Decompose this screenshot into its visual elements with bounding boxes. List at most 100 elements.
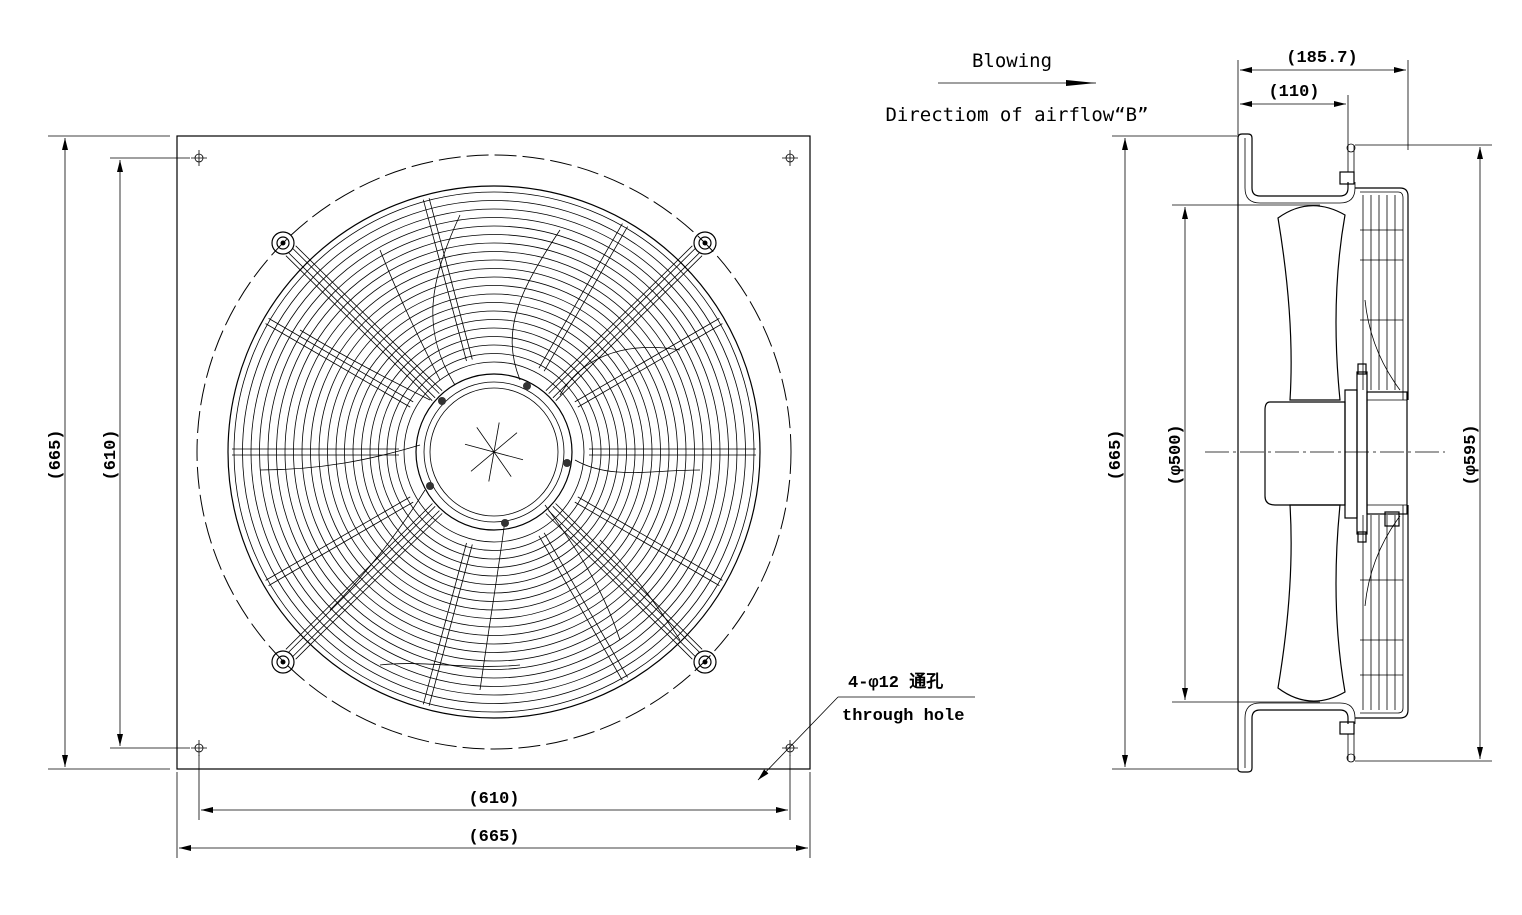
strut-bar xyxy=(285,503,433,650)
strut-bar xyxy=(548,248,696,394)
side-bolts xyxy=(1339,143,1356,763)
dim-blade-diameter-label: (φ500) xyxy=(1167,424,1186,485)
dim-guard-diameter-label: (φ595) xyxy=(1462,424,1481,485)
mounting-plate xyxy=(176,135,811,770)
strut-bar xyxy=(295,245,443,391)
dim-width-holes-label: (610) xyxy=(468,790,519,809)
strut-bar xyxy=(285,255,433,401)
blade-curves xyxy=(259,214,701,691)
strut-bar xyxy=(555,503,703,650)
dim-width-outer: (665) xyxy=(176,772,811,858)
mounting-hole xyxy=(191,740,207,756)
guard-spoke xyxy=(265,496,411,581)
hole-callout-label: 4-φ12 通孔 xyxy=(848,672,943,693)
guard-spoke xyxy=(265,323,411,408)
hub-bolt xyxy=(438,397,446,405)
dim-depth-flange-label: (110) xyxy=(1268,83,1319,102)
guard-ring-outer xyxy=(227,185,761,719)
guard-ring xyxy=(327,285,661,619)
guard-spoke xyxy=(268,501,414,586)
dim-depth-total-label: (185.7) xyxy=(1286,49,1357,68)
guard-spoke xyxy=(538,223,623,369)
guard-ring xyxy=(284,242,704,662)
side-blade xyxy=(1277,205,1346,702)
strut-eyelets xyxy=(271,231,717,674)
mounting-hole xyxy=(782,150,798,166)
dim-guard-diameter: (φ595) xyxy=(1355,144,1492,762)
guard-outline-dashed xyxy=(196,154,792,750)
guard-ring xyxy=(344,302,644,602)
guard-ring xyxy=(386,344,602,560)
dim-height-outer: (665) xyxy=(47,135,170,770)
strut-bar xyxy=(548,510,696,657)
hole-callout-en-label: through hole xyxy=(842,707,964,726)
guard-spoke xyxy=(538,535,623,681)
guard-ring xyxy=(369,327,619,577)
dim-height-holes-label: (610) xyxy=(102,429,121,480)
strut-bar xyxy=(552,506,700,653)
front-view: (665) (610) (610) (665) 4-φ12 通孔 xyxy=(47,135,975,858)
guard-spoke xyxy=(574,318,720,403)
dim-side-height-outer-label: (665) xyxy=(1107,429,1126,480)
guard-ring xyxy=(361,319,627,585)
strut-bar xyxy=(555,255,703,401)
guard-spokes xyxy=(232,198,756,706)
dim-side-height-outer: (665) xyxy=(1107,135,1238,770)
guard-spoke xyxy=(574,501,720,586)
dim-blade-diameter: (φ500) xyxy=(1167,204,1320,703)
hub-bolt xyxy=(501,519,509,527)
guard-ring xyxy=(352,310,636,594)
guard-spoke xyxy=(577,496,723,581)
guard-ring xyxy=(335,293,653,611)
strut-bar xyxy=(292,248,440,394)
mounting-hole xyxy=(782,740,798,756)
guard-ring xyxy=(267,225,721,679)
dim-depth-flange: (110) xyxy=(1240,83,1349,145)
strut-bar xyxy=(292,510,440,657)
guard-ring xyxy=(233,191,755,713)
strut-bar xyxy=(288,506,436,653)
hub-bolt xyxy=(523,382,531,390)
blowing-label: Blowing xyxy=(972,50,1052,72)
dim-height-outer-label: (665) xyxy=(47,429,66,480)
strut-bar xyxy=(295,513,443,660)
strut-bar xyxy=(288,252,436,399)
dim-height-holes: (610) xyxy=(102,157,190,749)
guard-ring xyxy=(250,208,738,696)
strut-bar xyxy=(552,252,700,399)
guard-rings xyxy=(227,185,761,719)
guard-spoke xyxy=(422,199,467,362)
side-guard-profile xyxy=(1355,187,1409,719)
dim-width-outer-label: (665) xyxy=(468,828,519,847)
guard-spoke xyxy=(543,226,628,372)
dim-depth-total: (185.7) xyxy=(1237,49,1409,150)
guard-ring xyxy=(242,200,746,704)
hole-callout: 4-φ12 通孔 through hole xyxy=(757,672,975,781)
guard-ring xyxy=(301,259,687,645)
strut-bar xyxy=(545,513,693,660)
side-plate-profile xyxy=(1237,133,1356,773)
hub-bolt xyxy=(426,482,434,490)
fan-hub xyxy=(415,373,573,531)
guard-ring xyxy=(293,251,695,653)
side-motor xyxy=(1264,363,1408,543)
guard-ring xyxy=(378,336,610,568)
guard-spoke xyxy=(543,532,628,678)
airflow-direction-label: Directiom of airflow“B” xyxy=(885,104,1148,126)
guard-spoke xyxy=(428,198,473,360)
hub-bolt xyxy=(563,459,571,467)
mounting-hole xyxy=(191,150,207,166)
guard-ring xyxy=(259,217,729,687)
side-view: Blowing Directiom of airflow“B” (185.7) … xyxy=(885,49,1492,773)
guard-ring xyxy=(318,276,670,628)
guard-spoke xyxy=(268,318,414,403)
guard-ring xyxy=(403,361,585,543)
guard-ring xyxy=(276,234,712,670)
guard-spoke xyxy=(577,323,723,408)
guard-ring xyxy=(310,268,678,636)
strut-bar xyxy=(545,245,693,391)
guard-spoke xyxy=(428,544,473,706)
mounting-struts xyxy=(285,245,703,660)
mounting-holes xyxy=(191,150,798,756)
